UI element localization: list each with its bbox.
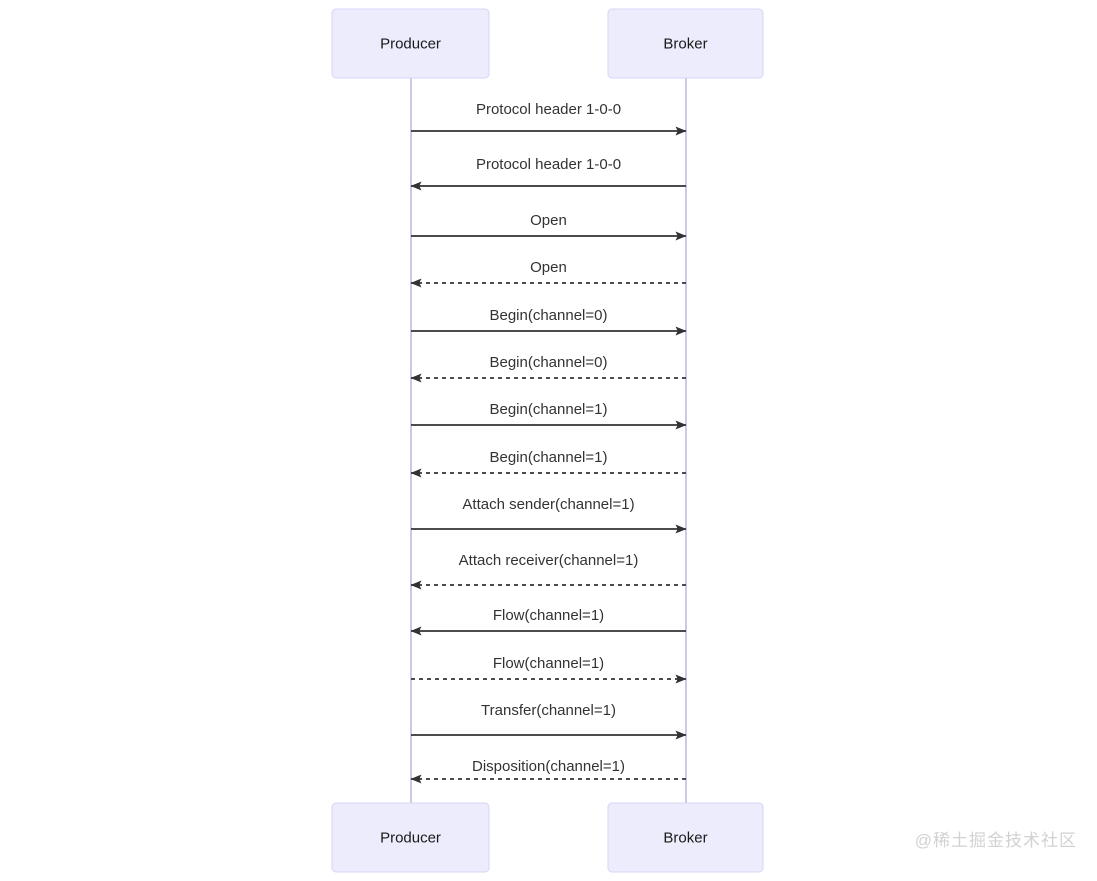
message-label-1: Protocol header 1-0-0 [476,101,621,118]
message-label-4: Open [530,259,567,276]
message-label-8: Begin(channel=1) [489,449,607,466]
actor-label-broker-top: Broker [663,35,707,52]
actor-label-producer-top: Producer [380,35,441,52]
actor-box-producer-top[interactable] [331,8,490,79]
actor-box-producer-bottom[interactable] [331,802,490,873]
actor-box-broker-bottom[interactable] [607,802,764,873]
message-label-14: Disposition(channel=1) [472,758,625,775]
message-label-10: Attach receiver(channel=1) [459,552,639,569]
message-label-3: Open [530,212,567,229]
message-label-13: Transfer(channel=1) [481,702,616,719]
actor-label-broker-bottom: Broker [663,829,707,846]
message-label-11: Flow(channel=1) [493,607,604,624]
message-label-6: Begin(channel=0) [489,354,607,371]
message-label-2: Protocol header 1-0-0 [476,156,621,173]
message-label-5: Begin(channel=0) [489,307,607,324]
watermark-text: @稀土掘金技术社区 [914,831,1077,850]
message-label-9: Attach sender(channel=1) [462,496,634,513]
message-label-7: Begin(channel=1) [489,401,607,418]
actor-box-broker-top[interactable] [607,8,764,79]
message-label-12: Flow(channel=1) [493,655,604,672]
actor-label-producer-bottom: Producer [380,829,441,846]
